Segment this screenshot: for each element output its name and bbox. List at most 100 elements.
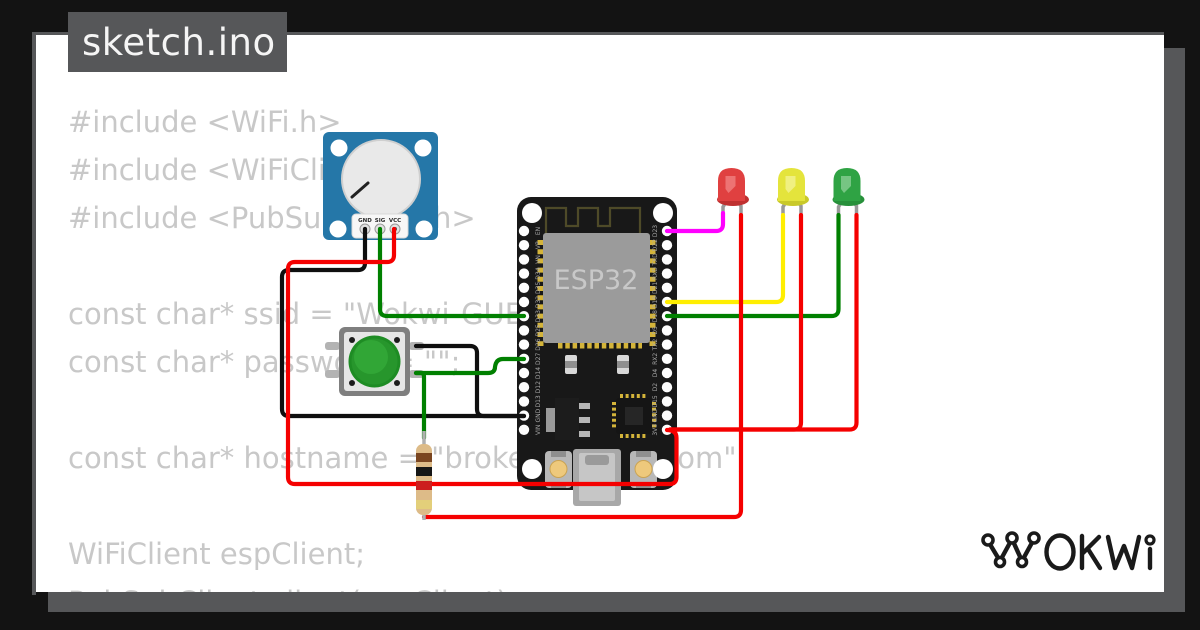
- resistor-band-gold: [416, 500, 432, 509]
- wire-button-d27[interactable]: [413, 356, 527, 376]
- esp32-pin-label: D5: [652, 326, 659, 335]
- pot-hole: [415, 220, 433, 238]
- esp32-pin-label: TXD: [652, 253, 659, 267]
- esp32-pin-label: D34: [535, 267, 542, 279]
- led-green[interactable]: [832, 168, 865, 215]
- esp32-label: ESP32: [554, 265, 639, 296]
- esp32-pin[interactable]: [518, 240, 530, 251]
- esp32-pin[interactable]: [661, 240, 673, 251]
- esp32-pin-label: D25: [535, 324, 542, 336]
- esp32-pin-label: D23: [652, 225, 659, 237]
- esp32-pin-label: GND: [535, 408, 542, 422]
- esp32-pin-label: D22: [652, 239, 659, 251]
- esp32-mount-hole: [653, 459, 673, 479]
- pushbutton[interactable]: [325, 327, 424, 396]
- esp32-pin[interactable]: [518, 396, 530, 407]
- wire-pot-gnd[interactable]: [279, 226, 527, 419]
- pot-hole: [414, 139, 432, 157]
- esp32-pin[interactable]: [518, 282, 530, 293]
- esp32-pin[interactable]: [661, 325, 673, 336]
- esp32-pin-label: VIN: [535, 425, 542, 435]
- esp32-usb-connector: [573, 449, 621, 506]
- esp32-pin-label: RXD: [652, 267, 659, 280]
- esp32-pin[interactable]: [661, 396, 673, 407]
- esp32-pin[interactable]: [518, 339, 530, 350]
- esp32-board[interactable]: ESP32: [517, 197, 677, 506]
- code-line: PubSubClient client(espClient);: [68, 578, 746, 592]
- canvas-border-top: [32, 32, 1164, 35]
- esp32-pin[interactable]: [661, 353, 673, 364]
- wire-3v3-pot-vcc[interactable]: [285, 226, 679, 487]
- pot-pin-label: SIG: [375, 218, 386, 224]
- esp32-mount-hole: [653, 203, 673, 223]
- esp32-pin-label: 3V3: [652, 424, 659, 436]
- wire-button-resistor[interactable]: [413, 370, 427, 441]
- esp32-pin[interactable]: [661, 367, 673, 379]
- pot-hole: [330, 139, 348, 157]
- pot-pin-label: VCC: [389, 218, 401, 224]
- esp32-pin[interactable]: [661, 254, 673, 265]
- circuit-canvas[interactable]: #include <WiFi.h>#include <WiFiClient.h>…: [36, 35, 1164, 592]
- esp32-pin-label: VP: [535, 241, 542, 249]
- esp32-pin-label: D27: [535, 352, 542, 364]
- pot-knob[interactable]: [341, 139, 421, 219]
- resistor-band-red: [416, 481, 432, 490]
- resistor-band-black: [416, 467, 432, 476]
- wire-button-gnd[interactable]: [413, 343, 527, 419]
- esp32-pin[interactable]: [518, 268, 530, 279]
- wire-pot-sig[interactable]: [377, 226, 527, 319]
- esp32-pin-label: D35: [535, 281, 542, 293]
- esp32-pin[interactable]: [661, 339, 673, 350]
- esp32-pin[interactable]: [518, 325, 530, 336]
- esp32-antenna: [544, 206, 642, 238]
- pot-pin-label: GND: [358, 218, 372, 224]
- esp32-pin[interactable]: [518, 225, 530, 237]
- pot-hole: [329, 220, 347, 238]
- resistor[interactable]: [416, 431, 432, 520]
- led-yellow[interactable]: [777, 168, 809, 215]
- esp32-pin-label: D4: [652, 369, 659, 378]
- esp32-mount-hole: [522, 459, 542, 479]
- esp32-pin-label: RX2: [652, 353, 659, 365]
- esp32-pin-label: D33: [535, 310, 542, 322]
- esp32-pin[interactable]: [518, 382, 530, 393]
- esp32-pin-label: D19: [652, 296, 659, 308]
- code-line: #include <WiFi.h>: [68, 105, 342, 139]
- esp32-pin[interactable]: [518, 254, 530, 265]
- esp32-pin[interactable]: [661, 382, 673, 393]
- wire-led-green-3v3[interactable]: [667, 212, 859, 432]
- esp32-pin-label: TX2: [652, 339, 659, 352]
- esp32-pin-label: D12: [535, 381, 542, 393]
- wire-led-red-resistor[interactable]: [421, 212, 744, 520]
- esp32-pin-label: D2: [652, 383, 659, 392]
- esp32-pin-label: D14: [535, 367, 542, 379]
- canvas-border-left: [32, 32, 36, 595]
- esp32-pin-label: EN: [535, 227, 542, 235]
- potentiometer[interactable]: GND SIG VCC: [323, 132, 438, 240]
- wire-d18-led-green[interactable]: [664, 212, 841, 319]
- esp32-pin-label: GND: [652, 408, 659, 422]
- esp32-pin-label: D26: [535, 338, 542, 350]
- wire-d23-led-red[interactable]: [664, 210, 726, 234]
- esp32-pin-label: D18: [652, 310, 659, 322]
- esp32-pin-label: D32: [535, 296, 542, 308]
- esp32-pin-label: D13: [535, 395, 542, 407]
- esp32-pin[interactable]: [518, 367, 530, 379]
- esp32-pin[interactable]: [661, 282, 673, 293]
- led-red[interactable]: [717, 168, 749, 215]
- esp32-pin[interactable]: [661, 268, 673, 279]
- pot-knob-indicator: [350, 181, 370, 199]
- esp32-pin[interactable]: [518, 424, 530, 435]
- file-tab[interactable]: sketch.ino: [68, 12, 287, 72]
- resistor-band-brown: [416, 453, 432, 462]
- wire-d19-led-yellow[interactable]: [664, 212, 786, 305]
- esp32-pin[interactable]: [518, 296, 530, 308]
- code-line: WiFiClient espClient;: [68, 537, 365, 571]
- esp32-pin-label: D15: [652, 395, 659, 407]
- esp32-mount-hole: [522, 203, 542, 223]
- esp32-regulator: [555, 398, 579, 440]
- esp32-pin-label: D21: [652, 281, 659, 293]
- file-tab-label: sketch.ino: [82, 20, 276, 64]
- esp32-pin[interactable]: [661, 410, 673, 421]
- code-background: #include <WiFi.h>#include <WiFiClient.h>…: [68, 98, 746, 592]
